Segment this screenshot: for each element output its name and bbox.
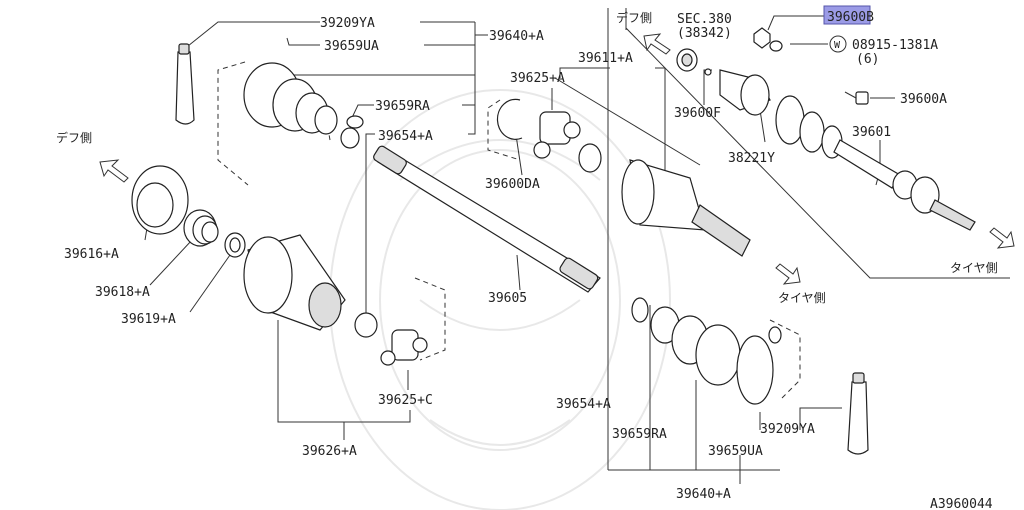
label-39625c[interactable]: 39625+C — [378, 393, 433, 408]
label-tire-side-mid: タイヤ側 — [778, 291, 826, 305]
arrow-tire-side-mid-icon — [775, 263, 801, 285]
part-driveshaft-outer[interactable] — [775, 95, 976, 231]
label-39600b[interactable]: 39600B — [827, 10, 874, 25]
label-39618a[interactable]: 39618+A — [95, 285, 150, 300]
label-39659ua-bot[interactable]: 39659UA — [708, 444, 763, 459]
figure-code: A3960044 — [930, 497, 993, 510]
label-39625a[interactable]: 39625+A — [510, 71, 565, 86]
label-39659ra-top[interactable]: 39659RA — [375, 99, 430, 114]
part-dust-cover-left[interactable] — [131, 165, 189, 235]
part-tripod-lower[interactable] — [380, 329, 428, 366]
part-housing-inner[interactable] — [243, 234, 346, 331]
label-39209ya-bot[interactable]: 39209YA — [760, 422, 815, 437]
label-39659ua-top[interactable]: 39659UA — [324, 39, 379, 54]
label-39616a[interactable]: 39616+A — [64, 247, 119, 262]
label-39654a-bot[interactable]: 39654+A — [556, 397, 611, 412]
label-39640a-bot[interactable]: 39640+A — [676, 487, 731, 502]
label-39626a[interactable]: 39626+A — [302, 444, 357, 459]
label-sec380-sub: (38342) — [677, 26, 732, 41]
label-washer-qty: (6) — [856, 52, 879, 67]
label-diff-side-top: デフ側 — [616, 10, 652, 25]
label-39601[interactable]: 39601 — [852, 125, 891, 140]
part-seal-top[interactable] — [676, 48, 712, 76]
part-washer-left[interactable] — [224, 232, 246, 258]
arrow-diff-side-left-icon — [99, 159, 129, 183]
label-39619a[interactable]: 39619+A — [121, 312, 176, 327]
part-boot-inner-left[interactable] — [243, 62, 364, 149]
label-washer-code[interactable]: 08915-1381A — [852, 38, 938, 53]
label-39640a-top[interactable]: 39640+A — [489, 29, 544, 44]
part-boot-outer-lower[interactable] — [631, 297, 782, 405]
label-39600f[interactable]: 39600F — [674, 106, 721, 121]
part-grease-tube-left[interactable] — [175, 43, 195, 125]
label-39600a[interactable]: 39600A — [900, 92, 947, 107]
highlight-39600b — [823, 5, 871, 25]
label-tire-side-right: タイヤ側 — [950, 261, 998, 275]
part-grease-tube-right[interactable] — [847, 372, 869, 455]
label-39605[interactable]: 39605 — [488, 291, 527, 306]
arrow-diff-side-top-icon — [643, 33, 671, 55]
label-39611a[interactable]: 39611+A — [578, 51, 633, 66]
label-38221y[interactable]: 38221Y — [728, 151, 775, 166]
label-39600da[interactable]: 39600DA — [485, 177, 540, 192]
part-housing-outer[interactable] — [621, 159, 751, 257]
part-shaft-center[interactable] — [372, 145, 601, 293]
label-washer-marker: W — [834, 40, 841, 51]
label-39659ra-bot[interactable]: 39659RA — [612, 427, 667, 442]
part-snap-ring-upper[interactable] — [496, 98, 602, 173]
part-labels: 39209YA 39659UA 39640+A 39659RA 39654+A … — [56, 10, 998, 510]
arrow-tire-side-right-icon — [989, 227, 1015, 249]
label-diff-side-left: デフ側 — [56, 130, 92, 145]
part-bolt-39600a[interactable] — [844, 91, 869, 105]
part-spring-left[interactable] — [183, 209, 219, 247]
label-39654a-top[interactable]: 39654+A — [378, 129, 433, 144]
part-tripod-upper[interactable] — [533, 111, 581, 159]
washer-marker-circle — [829, 35, 847, 53]
part-nut-washer[interactable] — [753, 27, 783, 52]
part-flange[interactable] — [719, 69, 771, 116]
part-snap-ring-mid[interactable] — [354, 312, 378, 338]
label-sec380[interactable]: SEC.380 — [677, 12, 732, 27]
label-39209ya-top[interactable]: 39209YA — [320, 16, 375, 31]
